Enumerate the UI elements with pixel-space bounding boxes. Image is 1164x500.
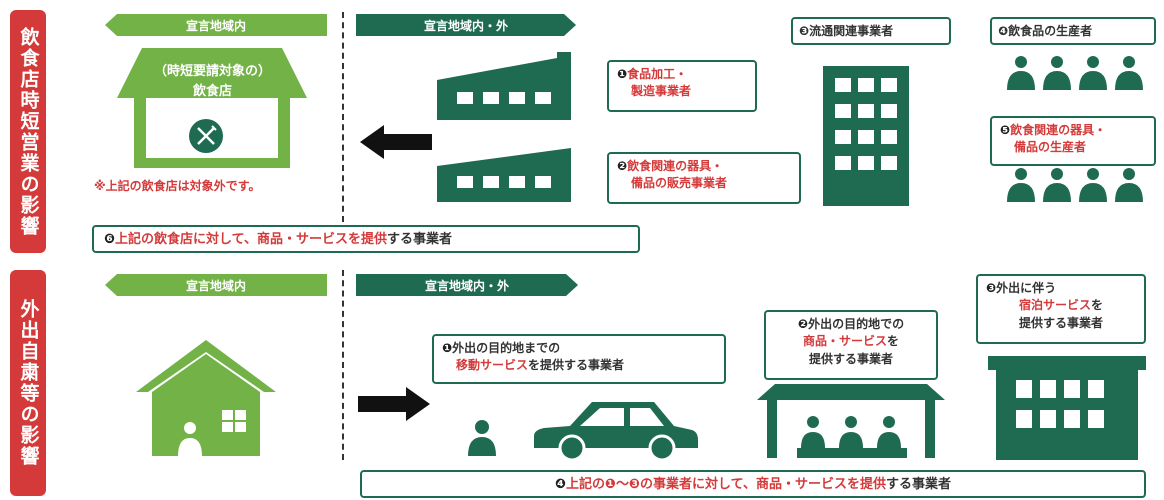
callout-num: ❷ [617, 159, 628, 173]
callout-text: 提供する事業者 [808, 351, 893, 366]
callout-num: ❶ [605, 477, 617, 492]
callout-food-producers: ❹飲食品の生産者 [990, 17, 1156, 45]
callout-text: 上記の飲食店に対して、商品・サービスを提供 [115, 232, 387, 247]
callout-distribution: ❸流通関連事業者 [791, 17, 951, 45]
callout-text: する事業者 [386, 232, 452, 247]
restaurant-label-line1: （時短要請対象の） [153, 64, 271, 79]
zone-inside-label: 宣言地域内 [105, 14, 327, 36]
callout-num: ❶ [442, 341, 453, 355]
section2-tab-label: 外出自粛等の影響 [17, 299, 40, 467]
callout-text: の事業者に対して、商品・サービスを提供 [640, 477, 887, 492]
callout-num: ❹ [554, 477, 566, 492]
section2-tab: 外出自粛等の影響 [10, 270, 46, 496]
callout-num: ❺ [1000, 123, 1011, 137]
callout-text: 飲食関連の器具・ [627, 159, 724, 173]
callout-text: を提供する事業者 [528, 358, 625, 373]
callout-text: する事業者 [886, 477, 952, 492]
person-icon [468, 420, 496, 456]
fork-knife-icon [189, 119, 223, 153]
restaurant-label-line2: 飲食店 [192, 83, 232, 99]
callout-text: 外出に伴う [996, 281, 1057, 295]
callout-text: を [1091, 298, 1104, 313]
restaurant-icon [117, 48, 307, 168]
section1-tab: 飲食店時短営業の影響 [10, 10, 46, 253]
people-icon [1007, 168, 1143, 202]
factory-icon [437, 52, 571, 120]
callout-text: 上記の [565, 477, 605, 492]
car-icon [534, 402, 698, 462]
zone-divider [342, 12, 344, 222]
callout-text: 移動サービス [456, 358, 529, 373]
zone-outside-label: 宣言地域内・外 [356, 274, 578, 296]
excluded-note: ※上記の飲食店は対象外です。 [94, 179, 261, 193]
callout-text: ～ [616, 477, 630, 492]
callout-transport: ❶外出の目的地までの 移動サービスを提供する事業者 [432, 334, 726, 384]
callout-food-processing: ❶食品加工・ 製造事業者 [607, 60, 757, 112]
callout-text: 提供する事業者 [1018, 315, 1103, 330]
zone-outside-label: 宣言地域内・外 [356, 14, 576, 36]
callout-service-providers: ❻上記の飲食店に対して、商品・サービスを提供する事業者 [92, 225, 640, 253]
factory-icon [437, 148, 571, 202]
callout-text: 商品・サービス [802, 334, 887, 349]
callout-text: 製造事業者 [631, 84, 692, 99]
callout-text: 備品の販売事業者 [631, 176, 728, 191]
callout-num: ❶ [617, 67, 628, 81]
people-icon [1007, 56, 1143, 90]
callout-text: 備品の生産者 [1014, 140, 1087, 155]
restaurant-label: （時短要請対象の） 飲食店 [125, 62, 300, 101]
arrow-right-icon [358, 387, 430, 421]
callout-num: ❻ [104, 232, 116, 247]
callout-text: 外出の目的地での [808, 317, 905, 331]
arrow-left-icon [360, 125, 432, 159]
callout-text: を [887, 334, 900, 349]
house-icon [136, 340, 276, 456]
callout-text: 宿泊サービス [1018, 298, 1091, 313]
section1-tab-label: 飲食店時短営業の影響 [17, 26, 40, 237]
shop-icon [757, 384, 945, 458]
zone-divider [342, 270, 344, 460]
callout-text: 飲食関連の器具・ [1010, 123, 1107, 137]
callout-equipment-sales: ❷飲食関連の器具・ 備品の販売事業者 [607, 152, 801, 204]
callout-destination-service: ❷外出の目的地での 商品・サービスを 提供する事業者 [764, 310, 938, 380]
callout-num: ❷ [797, 317, 809, 331]
office-building-icon [823, 66, 909, 206]
hotel-icon [988, 356, 1146, 460]
callout-equipment-producers: ❺飲食関連の器具・ 備品の生産者 [990, 116, 1156, 166]
callout-num: ❸ [986, 281, 997, 295]
callout-text: 外出の目的地までの [452, 341, 561, 355]
callout-text: 食品加工・ [627, 67, 688, 81]
zone-inside-label: 宣言地域内 [105, 274, 327, 296]
callout-supporting-businesses: ❹上記の❶～❸の事業者に対して、商品・サービスを提供する事業者 [360, 470, 1146, 498]
callout-accommodation: ❸外出に伴う 宿泊サービスを 提供する事業者 [976, 274, 1146, 344]
callout-num: ❸ [629, 477, 641, 492]
